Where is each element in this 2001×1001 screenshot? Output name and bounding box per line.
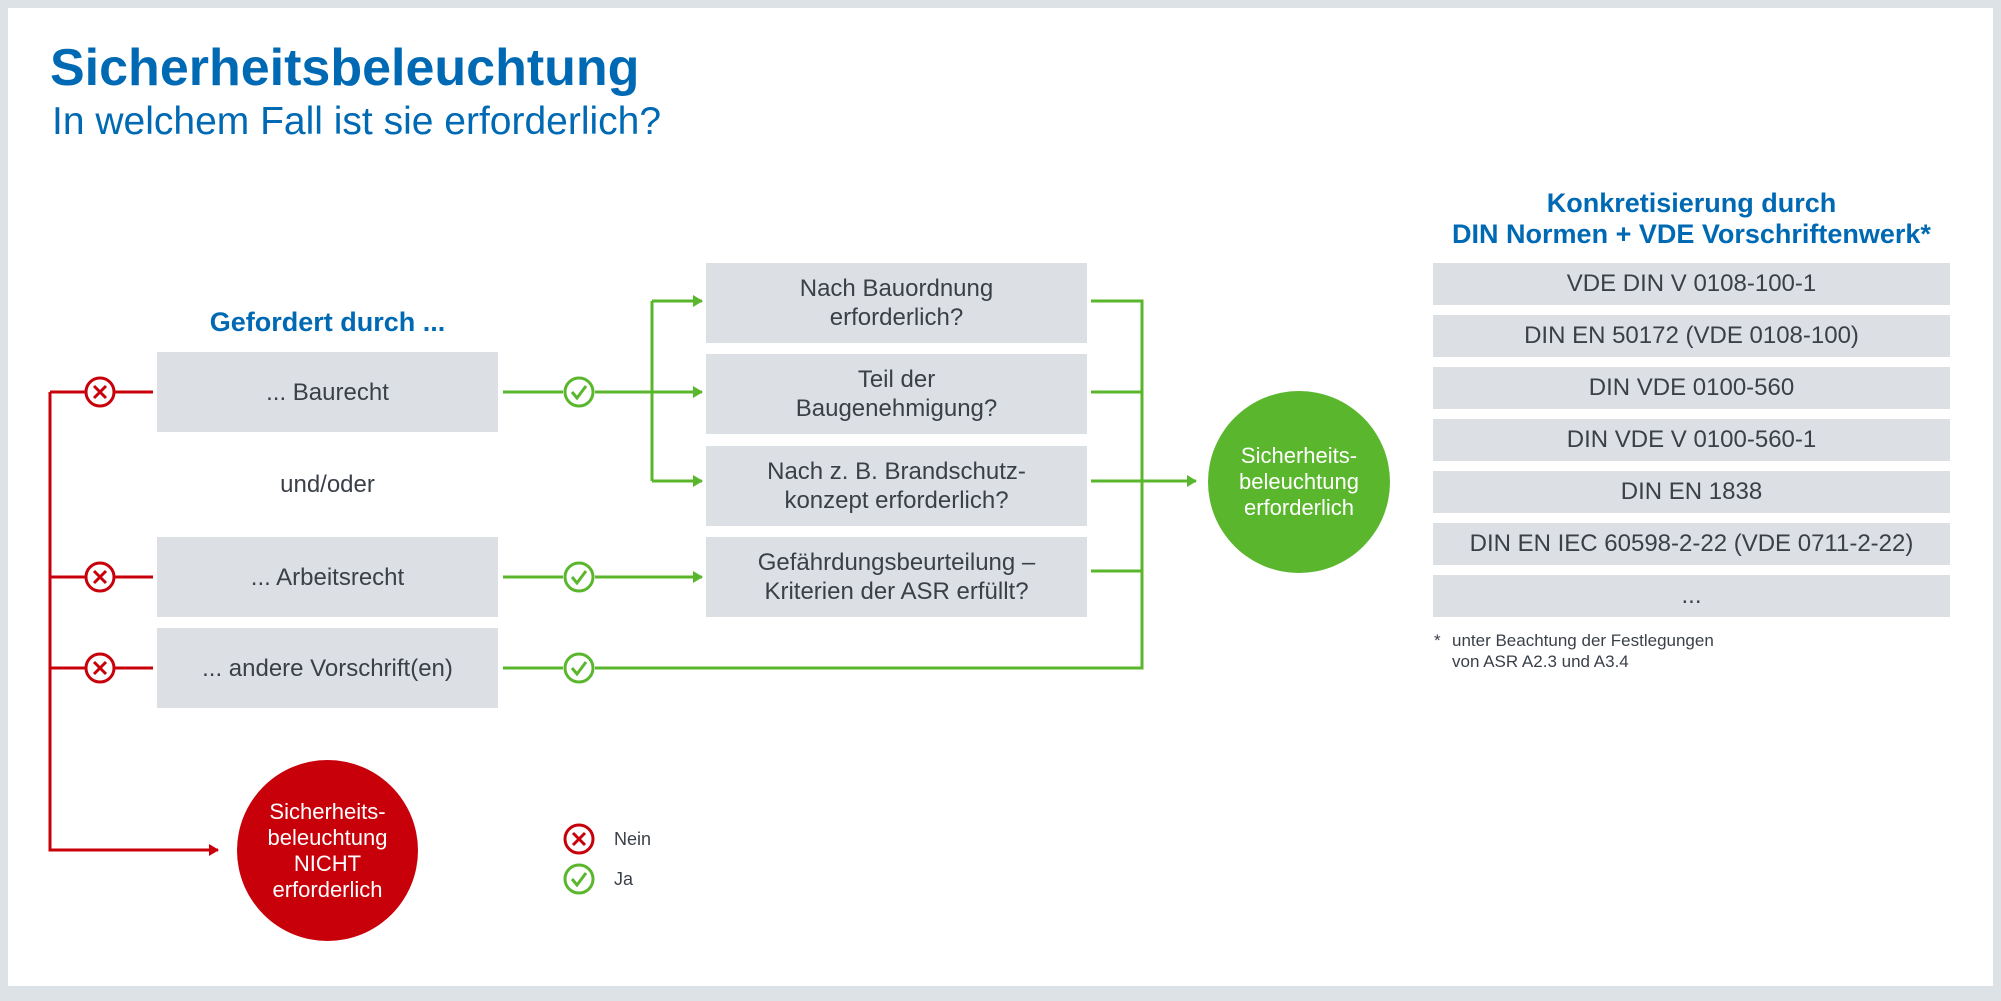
yes-path xyxy=(503,295,1197,670)
standard-item: DIN VDE 0100-560 xyxy=(1433,367,1950,409)
cross-circle-icon xyxy=(84,561,116,593)
standards-heading-line2: DIN Normen + VDE Vorschriftenwerk* xyxy=(1452,219,1931,249)
footnote-mark: * xyxy=(1434,631,1441,650)
standards-heading-line1: Konkretisierung durch xyxy=(1546,188,1837,218)
page-title: Sicherheitsbeleuchtung xyxy=(50,39,640,97)
and-or-label: und/oder xyxy=(280,471,375,498)
check-circle-icon xyxy=(563,376,595,408)
question-box-baugenehmigung: Teil der Baugenehmigung? xyxy=(706,354,1087,434)
page-subtitle: In welchem Fall ist sie erforderlich? xyxy=(52,100,662,143)
standard-item: ... xyxy=(1433,575,1950,617)
no-path xyxy=(48,390,219,856)
legend-no-label: Nein xyxy=(614,829,652,849)
result-not-required-label: Sicherheits-beleuchtung NICHT erforderli… xyxy=(267,798,388,902)
check-circle-icon xyxy=(563,561,595,593)
requirement-box-baurecht: ... Baurecht xyxy=(157,352,498,432)
standard-item: DIN VDE V 0100-560-1 xyxy=(1433,419,1950,461)
requirement-box-andere: ... andere Vorschrift(en) xyxy=(157,628,498,708)
legend-check-circle-icon xyxy=(563,863,595,895)
requirement-box-arbeitsrecht: ... Arbeitsrecht xyxy=(157,537,498,617)
cross-circle-icon xyxy=(84,652,116,684)
standards-heading: Konkretisierung durch DIN Normen + VDE V… xyxy=(1433,188,1950,250)
legend-yes-label: Ja xyxy=(614,869,634,889)
cross-circle-icon xyxy=(84,376,116,408)
question-box-bauordnung: Nach Bauordnung erforderlich? xyxy=(706,263,1087,343)
legend-cross-circle-icon xyxy=(563,823,595,855)
standard-item: DIN EN IEC 60598-2-22 (VDE 0711-2-22) xyxy=(1433,523,1950,565)
footnote: * unter Beachtung der Festlegungen von A… xyxy=(1434,630,1714,672)
standard-item: DIN EN 50172 (VDE 0108-100) xyxy=(1433,315,1950,357)
result-required-label: Sicherheits-beleuchtung erforderlich xyxy=(1239,443,1359,520)
result-not-required-circle: Sicherheits-beleuchtung NICHT erforderli… xyxy=(237,760,418,941)
check-circle-icon xyxy=(563,652,595,684)
standard-item: VDE DIN V 0108-100-1 xyxy=(1433,263,1950,305)
question-box-gefaehrdung: Gefährdungsbeurteilung – Kriterien der A… xyxy=(706,537,1087,617)
requirements-heading: Gefordert durch ... xyxy=(209,307,446,337)
no-trunk-line xyxy=(48,392,219,856)
standard-item: DIN EN 1838 xyxy=(1433,471,1950,513)
result-required-circle: Sicherheits-beleuchtung erforderlich xyxy=(1208,391,1390,573)
question-box-brandschutz: Nach z. B. Brandschutz-konzept erforderl… xyxy=(706,446,1087,526)
footnote-text: unter Beachtung der Festlegungen von ASR… xyxy=(1452,631,1714,671)
